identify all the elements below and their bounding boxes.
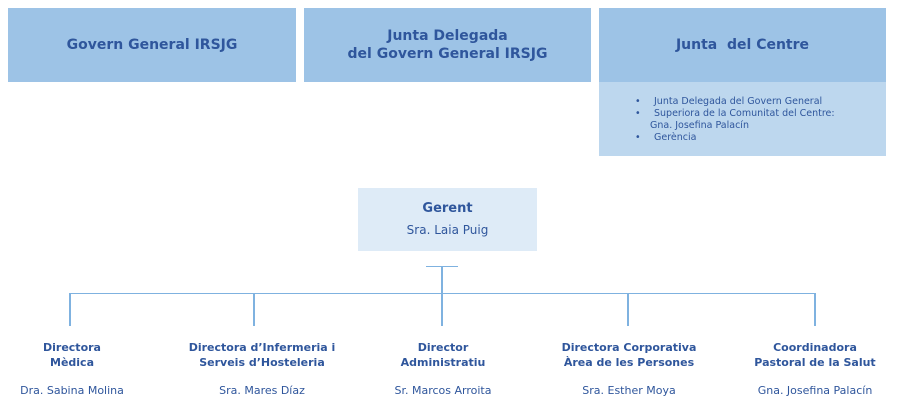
connector-drop <box>814 293 816 326</box>
sub-name: Sr. Marcos Arroita <box>394 384 492 397</box>
junta-delegada-box: Junta Delegada del Govern General IRSJG <box>304 8 591 82</box>
connector-bus <box>70 293 816 294</box>
sub-name: Sra. Mares Díaz <box>219 384 305 397</box>
connector-trunk <box>441 266 443 294</box>
junta-delegada-title-line1: Junta Delegada <box>387 28 508 44</box>
junta-centre-members: • Junta Delegada del Govern General • Su… <box>599 82 886 156</box>
junta-centre-box: Junta del Centre <box>599 8 886 82</box>
sub-name: Sra. Esther Moya <box>582 384 676 397</box>
member-item: • Gerència <box>635 132 886 144</box>
member-text: Superiora de la Comunitat del Centre: <box>654 108 835 119</box>
connector-drop <box>69 293 71 326</box>
member-text: Junta Delegada del Govern General <box>654 96 823 107</box>
bullet-icon: • <box>635 108 641 119</box>
connector-drop <box>253 293 255 326</box>
bullet-icon: • <box>635 132 641 143</box>
govern-general-box: Govern General IRSJG <box>8 8 296 82</box>
sub-name: Dra. Sabina Molina <box>20 384 124 397</box>
member-text-continued: Gna. Josefina Palacín <box>650 120 749 131</box>
member-item: • Junta Delegada del Govern General <box>635 96 886 108</box>
member-text: Gerència <box>654 132 697 143</box>
member-item: • Superiora de la Comunitat del Centre: … <box>635 108 886 132</box>
junta-delegada-title-line2: del Govern General IRSJG <box>347 46 548 62</box>
govern-general-title: Govern General IRSJG <box>66 37 238 53</box>
connector-drop <box>441 293 443 326</box>
gerent-title: Gerent <box>422 201 473 216</box>
gerent-box: Gerent Sra. Laia Puig <box>358 188 537 251</box>
sub-name: Gna. Josefina Palacín <box>757 384 873 397</box>
gerent-name: Sra. Laia Puig <box>406 223 489 237</box>
connector-drop <box>627 293 629 326</box>
bullet-icon: • <box>635 96 641 107</box>
junta-centre-title: Junta del Centre <box>675 37 810 53</box>
